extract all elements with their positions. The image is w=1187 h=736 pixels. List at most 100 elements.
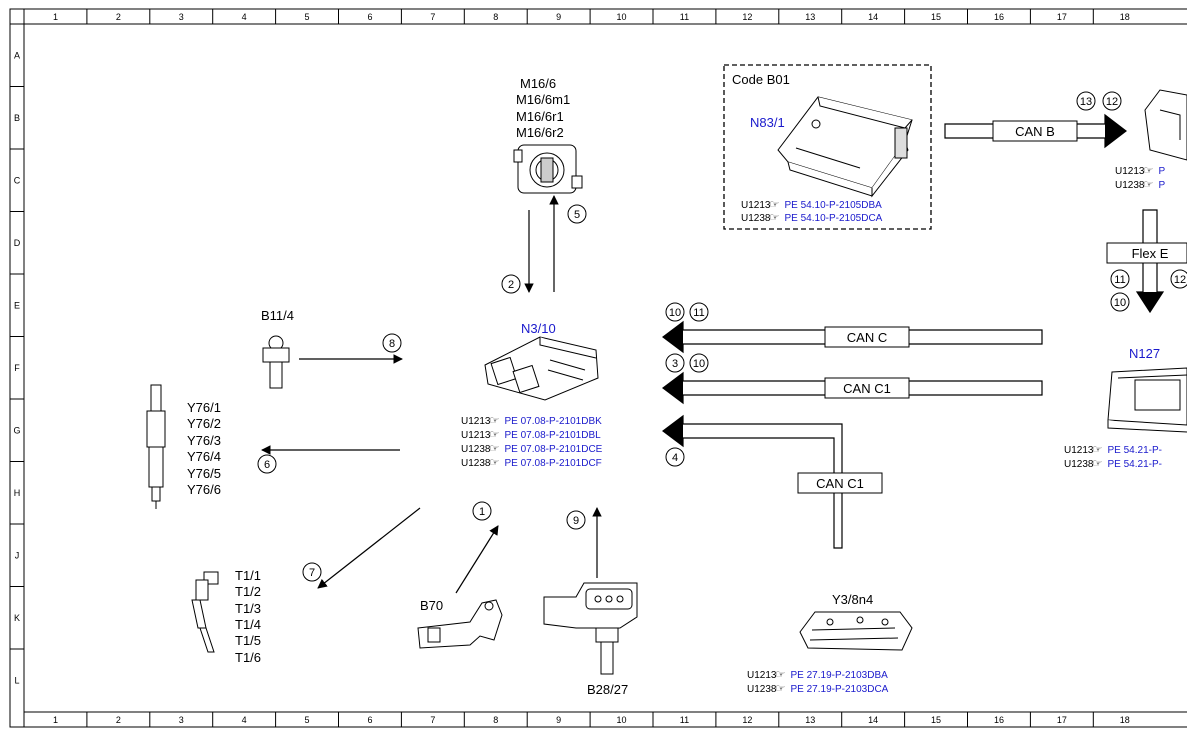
column-index-label: 9 <box>556 12 561 22</box>
injector-labels: Y76/1 Y76/2 Y76/3 Y76/4 Y76/5 Y76/6 <box>187 400 221 497</box>
svg-text:11: 11 <box>693 307 704 319</box>
column-index-label: 8 <box>493 12 498 22</box>
b70-label: B70 <box>420 598 443 613</box>
ref-code: U1213 <box>747 670 777 681</box>
row-index-label: J <box>15 550 20 560</box>
column-index-label: 4 <box>242 715 247 725</box>
ref-link[interactable]: PE 54.21-P- <box>1108 445 1162 456</box>
column-index-label: 12 <box>742 12 752 22</box>
svg-text:3: 3 <box>672 358 678 370</box>
row-index-label: B <box>14 113 20 123</box>
can-c1-upper-bus: CAN C1 <box>662 371 1043 405</box>
code-box-title: Code B01 <box>732 72 790 87</box>
b11-4-label: B11/4 <box>261 308 294 323</box>
ref-code: U1213 <box>461 430 491 441</box>
ref-code: U1213 <box>1115 166 1145 177</box>
y76-5-label: Y76/5 <box>187 466 221 481</box>
column-index-label: 13 <box>805 715 815 725</box>
column-index-label: 7 <box>430 715 435 725</box>
t1-1-label: T1/1 <box>235 568 261 583</box>
marker-m11b: 11 <box>1110 269 1130 289</box>
m16-6r2-label: M16/6r2 <box>516 125 564 140</box>
pointing-hand-icon: ☞ <box>1144 165 1154 177</box>
svg-text:10: 10 <box>1114 297 1126 309</box>
t1-2-label: T1/2 <box>235 584 261 599</box>
svg-text:2: 2 <box>508 279 514 291</box>
pointing-hand-icon: ☞ <box>770 199 780 211</box>
t1-6-label: T1/6 <box>235 650 261 665</box>
ref-link[interactable]: PE 54.10-P-2105DCA <box>785 213 883 224</box>
throttle-labels: M16/6 M16/6m1 M16/6r1 M16/6r2 <box>516 76 570 140</box>
column-index-label: 7 <box>430 12 435 22</box>
n3-10-ecu-image <box>484 336 599 401</box>
row-index-label: G <box>13 425 20 435</box>
y76-3-label: Y76/3 <box>187 433 221 448</box>
column-index-label: 2 <box>116 12 121 22</box>
column-index-label: 1 <box>53 715 58 725</box>
ref-link[interactable]: P <box>1159 166 1166 177</box>
svg-text:7: 7 <box>309 567 315 579</box>
n127-label[interactable]: N127 <box>1129 346 1160 361</box>
column-index-label: 14 <box>868 12 878 22</box>
column-index-label: 17 <box>1057 715 1067 725</box>
top-right-module-image <box>1144 89 1187 161</box>
column-index-label: 17 <box>1057 12 1067 22</box>
svg-text:10: 10 <box>669 307 681 319</box>
ref-link[interactable]: PE 27.19-P-2103DBA <box>791 670 889 681</box>
ref-link[interactable]: PE 07.08-P-2101DCE <box>505 444 603 455</box>
ref-code: U1213 <box>461 416 491 427</box>
can-b-bus: CAN B <box>944 113 1127 149</box>
arrow-7 <box>317 507 421 589</box>
column-index-label: 11 <box>680 12 689 22</box>
flex-e-bus: Flex E <box>1106 209 1187 314</box>
ref-link[interactable]: P <box>1159 180 1166 191</box>
can-c1-upper-label: CAN C1 <box>843 381 891 396</box>
b28-27-label: B28/27 <box>587 682 628 697</box>
column-index-label: 4 <box>242 12 247 22</box>
pointing-hand-icon: ☞ <box>490 443 500 455</box>
svg-text:11: 11 <box>1114 274 1125 286</box>
ref-link[interactable]: PE 54.21-P- <box>1108 459 1162 470</box>
can-c1-lower-bus: CAN C1 <box>662 414 883 549</box>
column-index-label: 10 <box>617 715 627 725</box>
flex-e-label: Flex E <box>1132 246 1169 261</box>
b28-27-sensor-image <box>543 582 638 675</box>
y76-1-label: Y76/1 <box>187 400 221 415</box>
column-index-label: 6 <box>367 12 372 22</box>
pointing-hand-icon: ☞ <box>770 212 780 224</box>
column-index-label: 1 <box>53 12 58 22</box>
column-index-label: 10 <box>617 12 627 22</box>
column-index-label: 11 <box>680 715 689 725</box>
t1-4-label: T1/4 <box>235 617 261 632</box>
marker-m1: 1 <box>472 501 492 521</box>
code-b01-box: Code B01 N83/1 U1213☞PE 54.10-P-2105DBAU… <box>723 64 932 230</box>
arrow-1 <box>455 525 499 594</box>
ref-link[interactable]: PE 07.08-P-2101DCF <box>505 458 602 469</box>
ref-code: U1213 <box>1064 445 1094 456</box>
throttle-image <box>513 144 583 194</box>
ref-link[interactable]: PE 54.10-P-2105DBA <box>785 200 883 211</box>
n83-1-label[interactable]: N83/1 <box>750 115 785 130</box>
marker-m7: 7 <box>302 562 322 582</box>
svg-text:10: 10 <box>693 358 705 370</box>
ref-code: U1238 <box>747 684 777 695</box>
ref-link[interactable]: PE 27.19-P-2103DCA <box>791 684 889 695</box>
can-c-bus: CAN C <box>662 320 1043 354</box>
svg-text:12: 12 <box>1174 274 1186 286</box>
column-index-label: 16 <box>994 715 1004 725</box>
column-index-label: 14 <box>868 715 878 725</box>
row-index-label: A <box>14 50 20 60</box>
ref-link[interactable]: PE 07.08-P-2101DBL <box>505 430 602 441</box>
svg-text:4: 4 <box>672 452 678 464</box>
n3-10-label[interactable]: N3/10 <box>521 321 556 336</box>
ref-code: U1238 <box>1064 459 1094 470</box>
ref-code: U1238 <box>741 213 771 224</box>
ref-link[interactable]: PE 07.08-P-2101DBK <box>505 416 603 427</box>
marker-m10c: 10 <box>1110 292 1130 312</box>
